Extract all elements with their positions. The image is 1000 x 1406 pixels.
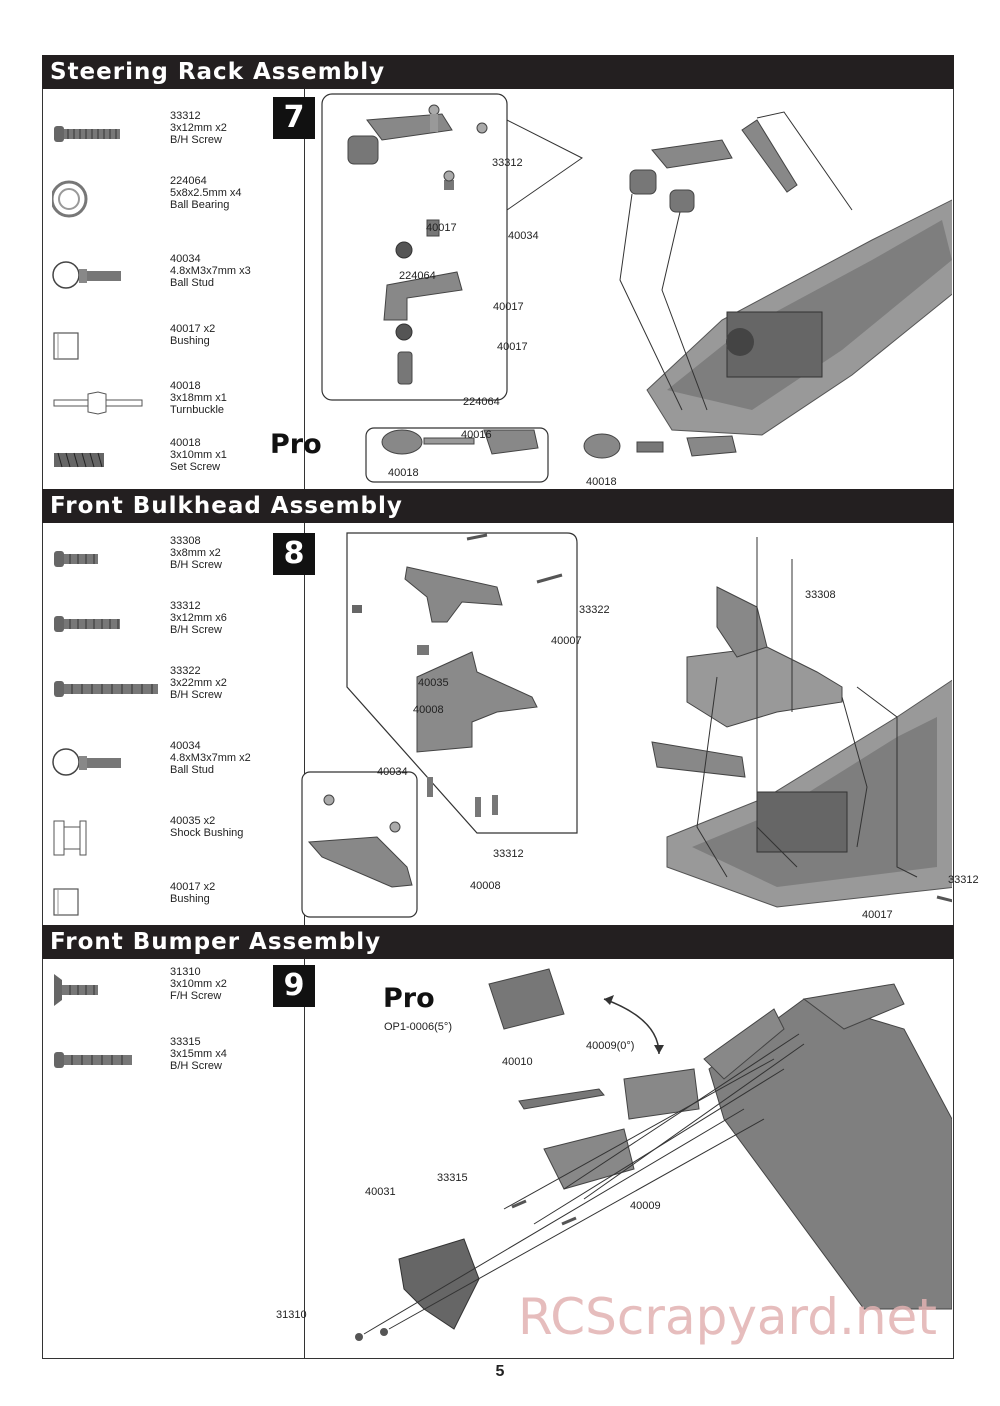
part-item: 40017 x2 Bushing — [42, 881, 262, 941]
section-title: Front Bulkhead Assembly — [42, 489, 954, 523]
callout-label: 40008 — [413, 704, 444, 716]
callout-label: 33312 — [492, 157, 523, 169]
pro-label: Pro — [270, 429, 322, 460]
bushing-icon — [53, 888, 79, 916]
column-divider — [304, 523, 305, 925]
part-item: 33315 3x15mm x4 B/H Screw — [42, 1036, 262, 1096]
part-label: 40017 x2 Bushing — [170, 323, 216, 347]
part-label: 40017 x2 Bushing — [170, 881, 216, 905]
steering-rack-section: Steering Rack Assembly 33312 3x12mm x2 B… — [42, 55, 954, 489]
callout-label: 40008 — [470, 880, 501, 892]
page-number: 5 — [495, 1363, 505, 1380]
step-number: 9 — [273, 965, 315, 1007]
callout-label: OP1-0006(5°) — [384, 1021, 452, 1033]
part-item: 40018 3x10mm x1 Set Screw — [42, 437, 262, 497]
part-label: 40034 4.8xM3x7mm x3 Ball Stud — [170, 253, 251, 289]
callout-label: 40009(0°) — [586, 1040, 635, 1052]
callout-label: 40018 — [586, 476, 617, 488]
callout-label: 40007 — [551, 635, 582, 647]
callout-label: 40018 — [388, 467, 419, 479]
shock-bushing-icon — [53, 820, 87, 856]
front-bumper-section: Front Bumper Assembly 31310 3x10mm x2 F/… — [42, 925, 954, 1359]
callout-label: 33315 — [437, 1172, 468, 1184]
part-label: 40018 3x10mm x1 Set Screw — [170, 437, 227, 473]
part-item: 40034 4.8xM3x7mm x2 Ball Stud — [42, 740, 262, 800]
step-number: 8 — [273, 533, 315, 575]
fh-screw-icon — [54, 974, 98, 1006]
watermark: RCScrapyard.net — [518, 1288, 937, 1346]
callout-label: 33308 — [805, 589, 836, 601]
bumper-exploded-diagram — [355, 968, 952, 1341]
set-screw-icon — [54, 452, 104, 468]
part-label: 31310 3x10mm x2 F/H Screw — [170, 966, 227, 1002]
front-bulkhead-section: Front Bulkhead Assembly 33308 3x8mm x2 B… — [42, 489, 979, 925]
part-item: 40018 3x18mm x1 Turnbuckle — [42, 380, 262, 440]
callout-label: 224064 — [463, 396, 500, 408]
callout-label: 31310 — [276, 1309, 307, 1321]
section-title: Front Bumper Assembly — [42, 925, 954, 959]
part-label: 33308 3x8mm x2 B/H Screw — [170, 535, 222, 571]
part-item: 40035 x2 Shock Bushing — [42, 815, 262, 875]
callout-label: 40035 — [418, 677, 449, 689]
part-item: 33308 3x8mm x2 B/H Screw — [42, 535, 262, 595]
part-item: 33322 3x22mm x2 B/H Screw — [42, 665, 262, 725]
part-item: 31310 3x10mm x2 F/H Screw — [42, 966, 262, 1026]
part-label: 33315 3x15mm x4 B/H Screw — [170, 1036, 227, 1072]
part-item: 33312 3x12mm x6 B/H Screw — [42, 600, 262, 660]
callout-label: 40017 — [497, 341, 528, 353]
callout-label: 33322 — [579, 604, 610, 616]
ball-bearing-icon — [52, 180, 88, 218]
part-item: 40034 4.8xM3x7mm x3 Ball Stud — [42, 253, 262, 313]
bh-screw-icon — [54, 616, 120, 632]
callout-label: 40034 — [377, 766, 408, 778]
callout-label: 40009 — [630, 1200, 661, 1212]
part-label: 40035 x2 Shock Bushing — [170, 815, 244, 839]
turnbuckle-icon — [53, 391, 143, 415]
section-title: Steering Rack Assembly — [42, 55, 954, 89]
callout-label: 40017 — [493, 301, 524, 313]
part-item: 40017 x2 Bushing — [42, 323, 262, 383]
bh-screw-icon — [54, 681, 158, 697]
part-label: 33312 3x12mm x6 B/H Screw — [170, 600, 227, 636]
part-label: 224064 5x8x2.5mm x4 Ball Bearing — [170, 175, 242, 211]
part-item: 33312 3x12mm x2 B/H Screw — [42, 110, 262, 170]
column-divider — [304, 959, 305, 1359]
callout-label: 40010 — [502, 1056, 533, 1068]
step-number: 7 — [273, 97, 315, 139]
callout-label: 33312 — [948, 874, 979, 886]
bushing-icon — [53, 332, 79, 360]
bh-screw-icon — [54, 126, 120, 142]
bh-screw-icon — [54, 1052, 132, 1068]
part-label: 40018 3x18mm x1 Turnbuckle — [170, 380, 227, 416]
callout-label: 40017 — [426, 222, 457, 234]
column-divider — [304, 89, 305, 489]
ball-stud-icon — [52, 261, 121, 289]
callout-label: 40034 — [508, 230, 539, 242]
callout-label: 33312 — [493, 848, 524, 860]
callout-label: 40017 — [862, 909, 893, 921]
ball-stud-icon — [52, 748, 121, 776]
bulkhead-exploded-diagram — [301, 532, 952, 918]
steering-exploded-diagram — [321, 93, 952, 483]
part-label: 40034 4.8xM3x7mm x2 Ball Stud — [170, 740, 251, 776]
callout-label: 40031 — [365, 1186, 396, 1198]
pro-label: Pro — [383, 983, 435, 1014]
part-label: 33312 3x12mm x2 B/H Screw — [170, 110, 227, 146]
callout-label: 224064 — [399, 270, 436, 282]
part-item: 224064 5x8x2.5mm x4 Ball Bearing — [42, 175, 262, 235]
callout-label: 40016 — [461, 429, 492, 441]
part-label: 33322 3x22mm x2 B/H Screw — [170, 665, 227, 701]
bh-screw-icon — [54, 551, 98, 567]
